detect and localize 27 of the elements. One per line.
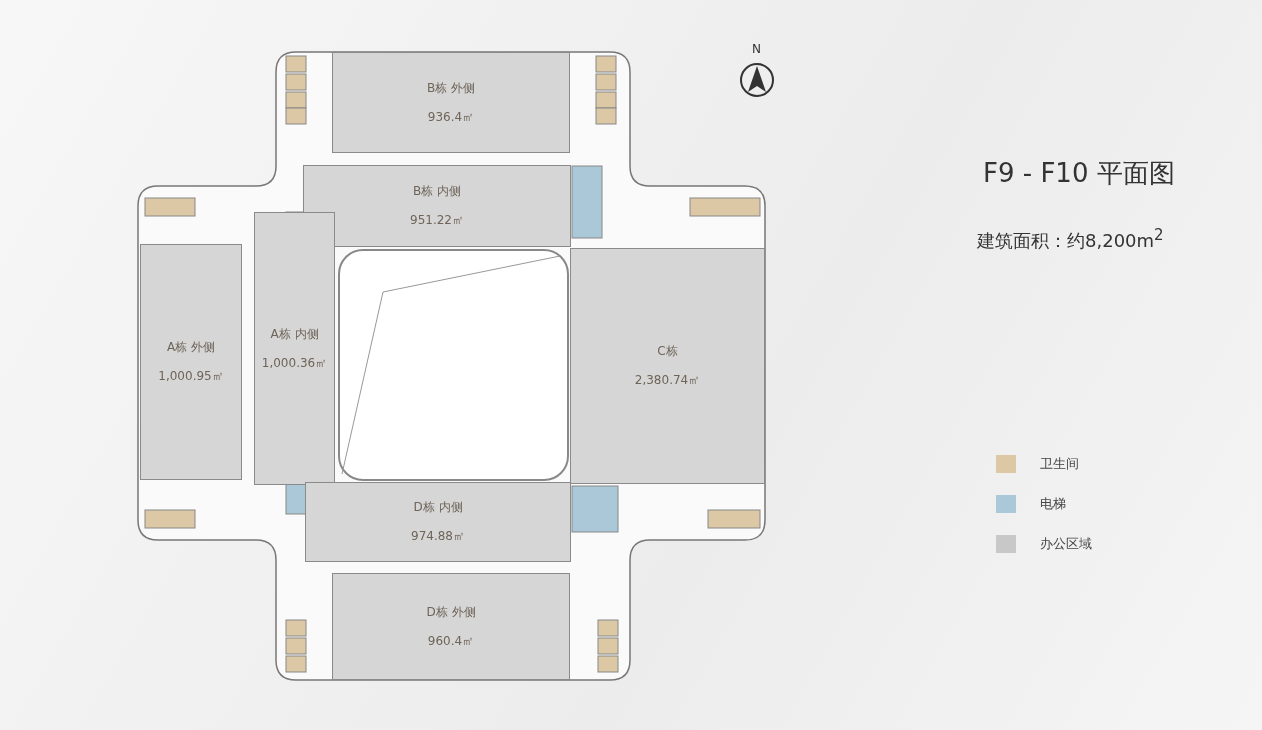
office-area bbox=[332, 52, 570, 153]
building-name: C栋 bbox=[657, 343, 678, 360]
area-value: 974.88㎡ bbox=[411, 528, 465, 545]
office-area bbox=[303, 165, 571, 247]
building-name: B栋 外侧 bbox=[426, 79, 475, 97]
building-name: A栋 外侧 bbox=[167, 339, 215, 356]
legend-text: 电梯 bbox=[1040, 495, 1066, 513]
north-label: N bbox=[752, 42, 761, 56]
area-value: 1,000.36㎡ bbox=[261, 354, 328, 372]
area-value: 936.4㎡ bbox=[427, 108, 475, 126]
floor-area-note: 建筑面积：约8,200m$^{2}$ bbox=[977, 226, 1164, 253]
plan-title: F9 - F10 平面图 bbox=[983, 157, 1175, 190]
office-area bbox=[140, 244, 242, 480]
area-value: 2,380.74㎡ bbox=[634, 372, 701, 389]
building-name: D栋 内侧 bbox=[413, 499, 463, 516]
office-area bbox=[570, 248, 765, 484]
office-area bbox=[332, 573, 570, 680]
area-value: 960.4㎡ bbox=[427, 632, 475, 650]
building-name: B栋 内侧 bbox=[412, 183, 461, 200]
office-area bbox=[254, 212, 335, 485]
building-name: A栋 内侧 bbox=[270, 325, 319, 343]
area-value: 1,000.95㎡ bbox=[158, 368, 224, 385]
area-value: 951.22㎡ bbox=[410, 212, 464, 229]
office-area bbox=[305, 482, 571, 562]
legend-text: 办公区域 bbox=[1040, 535, 1092, 553]
legend-text: 卫生间 bbox=[1040, 455, 1079, 473]
building-name: D栋 外侧 bbox=[426, 603, 476, 621]
